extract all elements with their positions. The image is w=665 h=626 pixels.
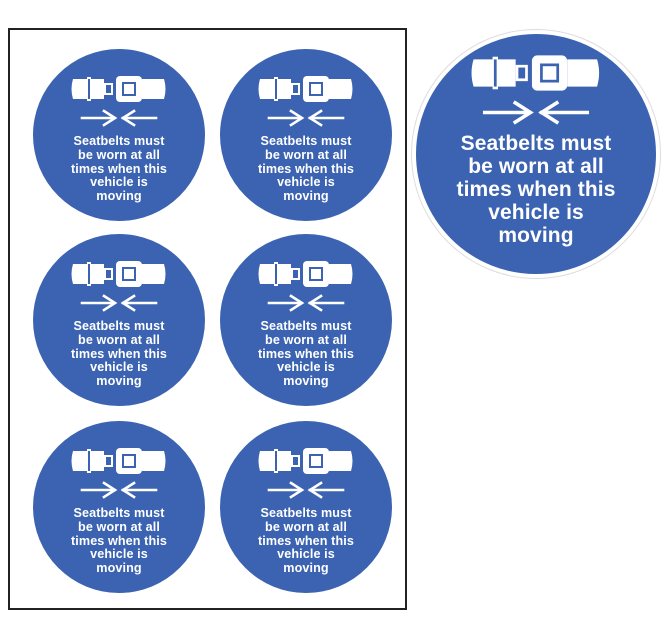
seatbelt-sign-sticker: Seatbelts must be worn at all times when…	[220, 234, 392, 406]
seatbelt-sign-sticker: Seatbelts must be worn at all times when…	[33, 234, 205, 406]
seatbelt-buckle-icon	[258, 76, 353, 102]
sign-text-line: times when this	[71, 533, 167, 548]
sign-text-line: Seatbelts must	[73, 506, 165, 520]
sign-text: Seatbelts must be worn at all times when…	[220, 506, 392, 576]
seatbelt-sign-enlarged: Seatbelts must be worn at all times when…	[412, 30, 660, 278]
arrows-together-icon	[80, 481, 158, 499]
arrows-together-icon	[267, 481, 345, 499]
seatbelt-sign-sticker: Seatbelts must be worn at all times when…	[220, 421, 392, 593]
sign-text-line: moving	[96, 561, 142, 576]
sign-text-line: vehicle is	[488, 201, 584, 224]
seatbelt-buckle-icon	[471, 55, 600, 91]
sign-text-line: times when this	[258, 533, 354, 548]
seatbelt-sign-sticker: Seatbelts must be worn at all times when…	[33, 49, 205, 221]
sign-text-line: Seatbelts must	[73, 134, 165, 148]
sign-text-line: vehicle is	[90, 175, 148, 190]
seatbelt-buckle-icon	[71, 448, 166, 474]
sign-text-line: Seatbelts must	[260, 506, 352, 520]
sign-text-line: be worn at all	[78, 519, 160, 534]
seatbelt-sign-sticker: Seatbelts must be worn at all times when…	[33, 421, 205, 593]
sign-text: Seatbelts must be worn at all times when…	[33, 319, 205, 389]
sign-text-line: vehicle is	[277, 360, 335, 375]
sign-text-line: Seatbelts must	[260, 319, 352, 333]
sign-text-line: moving	[283, 374, 329, 389]
sign-text-line: vehicle is	[277, 547, 335, 562]
arrows-together-icon	[267, 109, 345, 127]
sign-text-line: moving	[283, 561, 329, 576]
sign-text-line: be worn at all	[78, 332, 160, 347]
sign-text: Seatbelts must be worn at all times when…	[220, 319, 392, 389]
sign-text-line: moving	[96, 374, 142, 389]
arrows-together-icon	[80, 109, 158, 127]
sign-text: Seatbelts must be worn at all times when…	[220, 134, 392, 204]
sign-text-line: times when this	[456, 178, 616, 201]
sign-text-line: be worn at all	[468, 155, 604, 178]
sign-text-line: vehicle is	[90, 547, 148, 562]
sign-text: Seatbelts must be worn at all times when…	[33, 134, 205, 204]
seatbelt-buckle-icon	[258, 261, 353, 287]
sign-text-line: vehicle is	[277, 175, 335, 190]
sign-text-line: times when this	[258, 161, 354, 176]
sign-text-line: Seatbelts must	[73, 319, 165, 333]
sign-text-line: be worn at all	[265, 147, 347, 162]
seatbelt-sign-sticker: Seatbelts must be worn at all times when…	[220, 49, 392, 221]
sign-text-line: be worn at all	[78, 147, 160, 162]
sign-text-line: vehicle is	[90, 360, 148, 375]
seatbelt-buckle-icon	[71, 261, 166, 287]
sign-text-line: times when this	[71, 161, 167, 176]
sign-text-line: times when this	[71, 346, 167, 361]
sign-text: Seatbelts must be worn at all times when…	[33, 506, 205, 576]
arrows-together-icon	[267, 294, 345, 312]
seatbelt-buckle-icon	[258, 448, 353, 474]
sign-text-line: moving	[283, 189, 329, 204]
sign-text-line: moving	[96, 189, 142, 204]
sign-text-line: times when this	[258, 346, 354, 361]
sign-text-line: Seatbelts must	[260, 134, 352, 148]
sign-text-line: moving	[498, 224, 574, 247]
seatbelt-buckle-icon	[71, 76, 166, 102]
sign-text: Seatbelts must be worn at all times when…	[416, 132, 656, 247]
arrows-together-icon	[80, 294, 158, 312]
sign-text-line: be worn at all	[265, 332, 347, 347]
sign-text-line: be worn at all	[265, 519, 347, 534]
arrows-together-icon	[482, 100, 590, 125]
sign-text-line: Seatbelts must	[460, 132, 612, 155]
